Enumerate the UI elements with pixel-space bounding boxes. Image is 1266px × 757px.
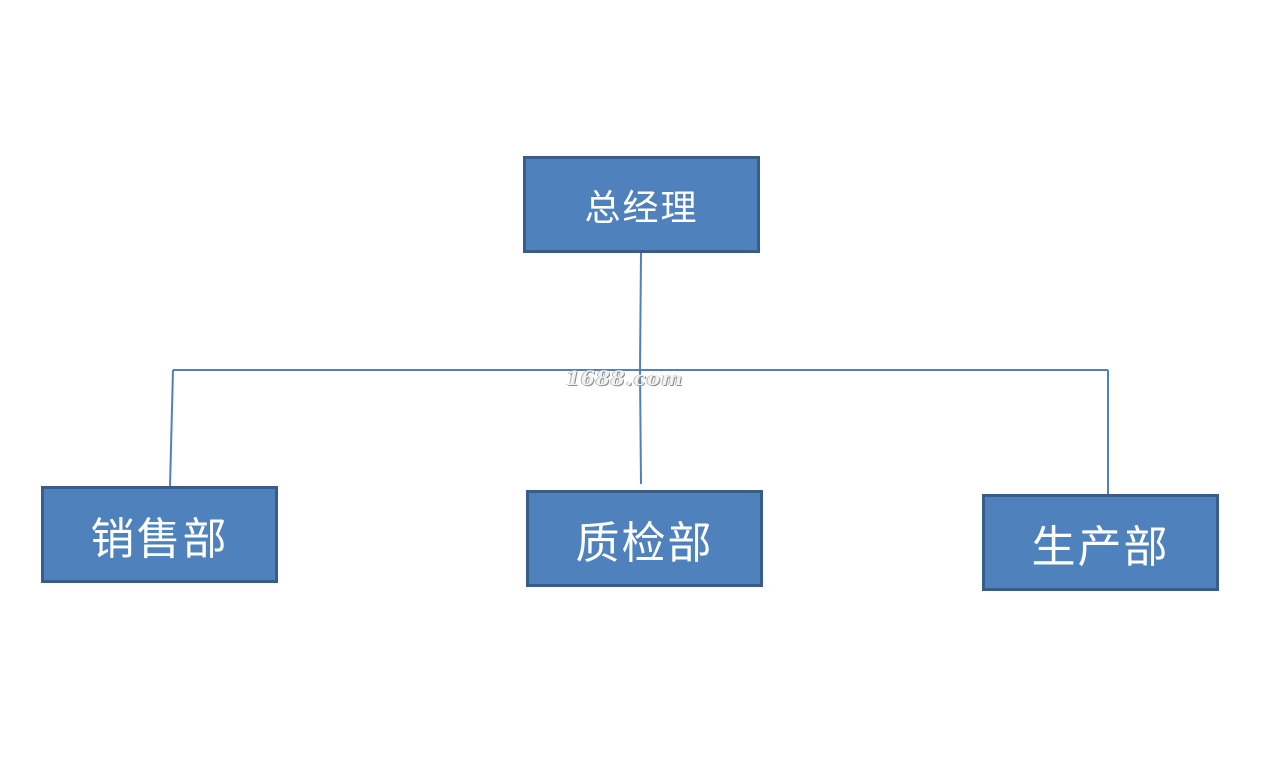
node-sales-dept: 销售部 [41,486,278,583]
node-sales-dept-label: 销售部 [90,513,229,565]
node-production-dept-label: 生产部 [1031,521,1170,573]
node-quality-dept: 质检部 [526,490,763,587]
connector-root-trunk [639,252,642,371]
node-general-manager: 总经理 [523,156,760,253]
node-general-manager-label: 总经理 [584,187,699,229]
watermark-text: 1688.com [566,366,684,390]
node-quality-dept-label: 质检部 [575,517,714,569]
connector-to-left [169,369,174,487]
node-production-dept: 生产部 [982,494,1219,591]
connector-to-middle [639,369,642,485]
